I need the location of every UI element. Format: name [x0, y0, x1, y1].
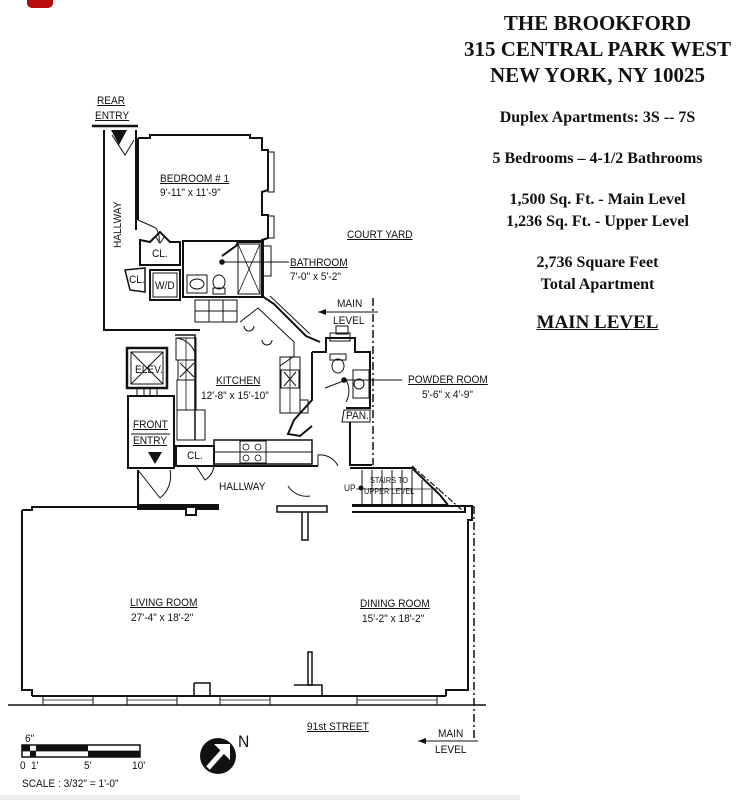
- rear-entry-label-1: REAR: [97, 95, 126, 107]
- closet-label-hallway: CL.: [129, 274, 145, 286]
- apartment-units: Duplex Apartments: 3S -- 7S: [499, 109, 696, 126]
- scale-half-foot-label: 6": [25, 733, 35, 745]
- kitchen-dims: 12'-8" x 15'-10": [201, 390, 269, 402]
- stairs-up-label: UP: [344, 483, 356, 493]
- level-title: MAIN LEVEL: [536, 312, 659, 333]
- scale-tick-10: 10': [132, 760, 146, 772]
- north-arrow-icon: [200, 738, 236, 774]
- main-level-marker-bottom-1: MAIN: [438, 728, 464, 740]
- red-tab-badge: [27, 0, 53, 8]
- footer-strip: [0, 795, 520, 800]
- scale-tick-0: 0: [20, 760, 26, 772]
- washer-dryer-label: W/D: [155, 280, 175, 292]
- front-entry-label-1: FRONT: [133, 419, 168, 431]
- rear-entry-label-2: ENTRY: [95, 110, 130, 122]
- bathroom-dims: 7'-0" x 5'-2": [290, 271, 341, 283]
- stairs-label-1: STAIRS TO: [370, 476, 409, 485]
- rear-entry-arrow-icon: [111, 130, 127, 145]
- closet-label-bedroom: CL.: [152, 248, 168, 260]
- front-entry-label-2: ENTRY: [133, 435, 168, 447]
- living-room-name: LIVING ROOM: [130, 597, 198, 609]
- street-label: 91st STREET: [307, 721, 369, 733]
- scale-text: SCALE : 3/32" = 1'-0": [22, 778, 119, 790]
- stairs-label-2: UPPER LEVEL: [364, 487, 415, 496]
- pantry-label: PAN.: [346, 410, 369, 422]
- sqft-total: 2,736 Square Feet: [536, 254, 659, 271]
- address-line-1: 315 CENTRAL PARK WEST: [463, 37, 732, 61]
- bathroom-name: BATHROOM: [290, 257, 348, 269]
- hallway-vertical-label: HALLWAY: [112, 201, 124, 248]
- living-room-dims: 27'-4" x 18'-2": [131, 612, 194, 624]
- sqft-main-level: 1,500 Sq. Ft. - Main Level: [509, 191, 686, 208]
- rooms-summary: 5 Bedrooms – 4-1/2 Bathrooms: [492, 150, 703, 167]
- sqft-total-label: Total Apartment: [540, 276, 655, 293]
- elevator-label: ELEV.: [135, 364, 163, 376]
- powder-room-name: POWDER ROOM: [408, 374, 488, 386]
- north-label: N: [238, 732, 250, 751]
- main-level-marker-1: MAIN: [337, 298, 363, 310]
- main-level-marker-2: LEVEL: [333, 315, 365, 327]
- dining-room-dims: 15'-2" x 18'-2": [362, 613, 425, 625]
- address-line-2: NEW YORK, NY 10025: [489, 63, 706, 87]
- scale-tick-1: 1': [31, 760, 39, 772]
- court-yard-label: COURT YARD: [347, 229, 413, 241]
- closet-label-kitchen: CL.: [187, 450, 203, 462]
- front-entry-arrow-icon: [148, 452, 162, 464]
- bedroom1-dims: 9'-11" x 11'-9": [160, 187, 221, 199]
- powder-room-dims: 5'-6" x 4'-9": [422, 389, 473, 401]
- kitchen-name: KITCHEN: [216, 375, 261, 387]
- bedroom1-name: BEDROOM # 1: [160, 173, 230, 185]
- building-name: THE BROOKFORD: [503, 11, 692, 35]
- main-level-marker-bottom-2: LEVEL: [435, 744, 467, 756]
- dining-room-name: DINING ROOM: [360, 598, 430, 610]
- building-info-panel: THE BROOKFORD 315 CENTRAL PARK WEST NEW …: [450, 10, 745, 334]
- scale-tick-5: 5': [84, 760, 92, 772]
- hallway-label: HALLWAY: [219, 481, 266, 493]
- sqft-upper-level: 1,236 Sq. Ft. - Upper Level: [506, 213, 689, 230]
